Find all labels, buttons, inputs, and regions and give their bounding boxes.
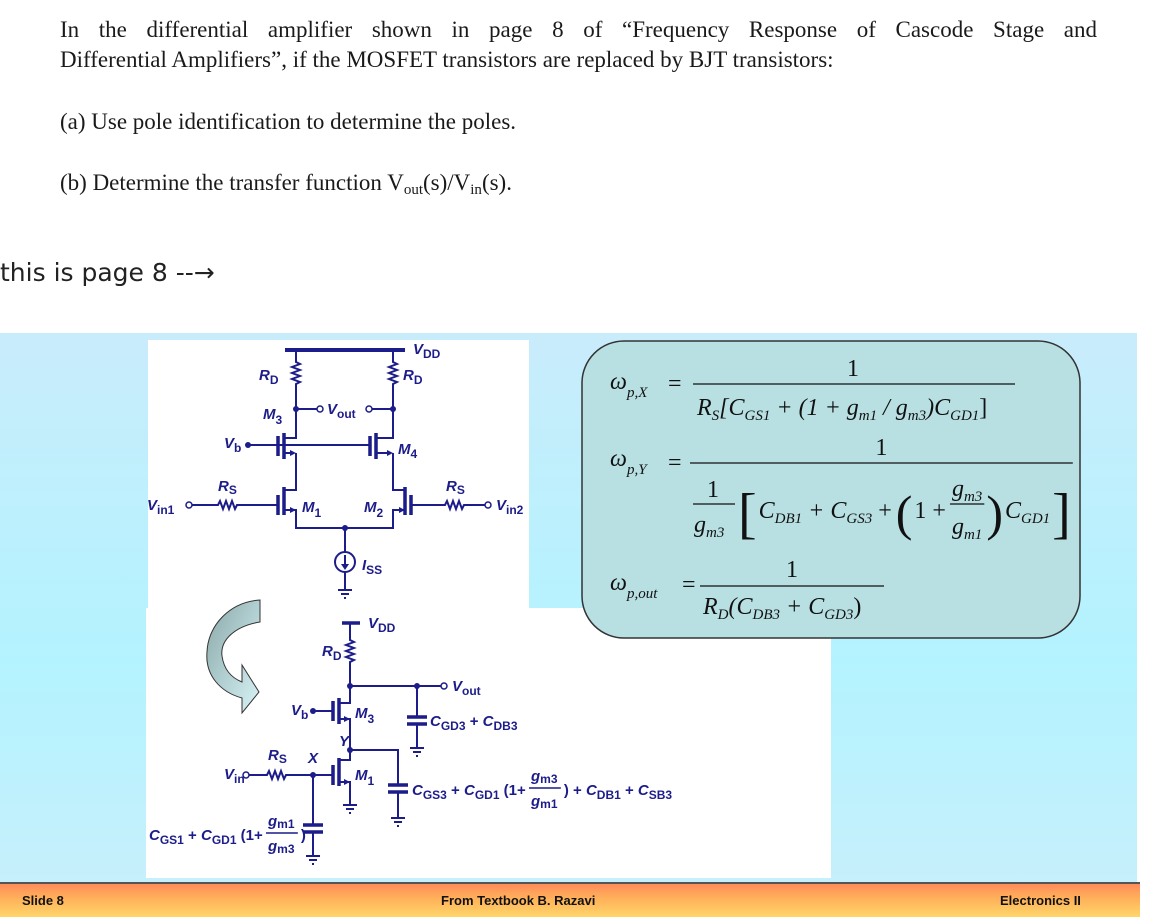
vout-label: Vout bbox=[452, 678, 481, 698]
capacitor-icon bbox=[407, 715, 427, 726]
svg-text:CGD1: CGD1 bbox=[1005, 498, 1050, 527]
vin1-terminal bbox=[185, 501, 193, 509]
bottom-circuit-labels: VDD RD Vout Vb M3 M1 Y X RS Vin CGD3 + C… bbox=[149, 615, 672, 856]
vout-terminal bbox=[365, 405, 373, 413]
question-line-2: Differential Amplifiers”, if the MOSFET … bbox=[60, 47, 834, 72]
top-circuit-labels: VDD RD RD Vout M3 M4 Vb M1 M2 RS RS Vin1… bbox=[147, 341, 524, 577]
cap-x-label: CGS1 + CGD1 (1+ gm1 gm3 ) bbox=[149, 813, 306, 856]
equation-omega-pout: ωp,out = 1 RD(CDB3 + CGD3) bbox=[610, 557, 884, 623]
node-x-label: X bbox=[307, 750, 319, 767]
m3-label: M3 bbox=[263, 406, 283, 427]
m1-label: M1 bbox=[355, 767, 375, 788]
iss-label: ISS bbox=[362, 557, 382, 577]
bottom-circuit-panel bbox=[146, 608, 831, 878]
rs-right-label: RS bbox=[446, 478, 465, 497]
rd-label: RD bbox=[322, 643, 342, 663]
svg-text:(: ( bbox=[896, 485, 913, 541]
curved-arrow-icon bbox=[206, 599, 261, 715]
svg-text:]: ] bbox=[1052, 483, 1071, 545]
slide-number: Slide 8 bbox=[22, 893, 64, 908]
svg-text:ωp,Y: ωp,Y bbox=[610, 446, 648, 478]
svg-text:=: = bbox=[682, 572, 696, 598]
footer-source: From Textbook B. Razavi bbox=[441, 893, 596, 908]
vb-label: Vb bbox=[291, 702, 308, 722]
svg-text:gm1: gm1 bbox=[952, 514, 982, 543]
svg-text:gm1: gm1 bbox=[530, 793, 558, 811]
rd-left-label: RD bbox=[259, 367, 279, 387]
svg-text:CGS3 + CGD1 (1+: CGS3 + CGD1 (1+ bbox=[412, 782, 526, 802]
svg-text:CGS1 + CGD1 (1+: CGS1 + CGD1 (1+ bbox=[149, 827, 263, 847]
equation-omega-px: ωp,X = 1 RS[CGS1 + (1 + gm1 / gm3)CGD1] bbox=[610, 356, 1015, 424]
rs-label: RS bbox=[268, 747, 287, 766]
m3-label: M3 bbox=[355, 705, 375, 726]
svg-text:=: = bbox=[668, 371, 682, 397]
svg-text:gm3: gm3 bbox=[267, 838, 295, 856]
vdd-label: VDD bbox=[368, 615, 396, 635]
vb-label: Vb bbox=[224, 435, 241, 455]
question-part-a: (a) Use pole identification to determine… bbox=[60, 109, 517, 134]
svg-text:gm3: gm3 bbox=[694, 512, 724, 541]
svg-text:1: 1 bbox=[707, 477, 719, 503]
footer-course: Electronics II bbox=[1000, 893, 1081, 908]
rd-right-label: RD bbox=[403, 367, 423, 387]
node-y-label: Y bbox=[339, 733, 351, 750]
svg-text:): ) bbox=[986, 485, 1003, 541]
vdd-label: VDD bbox=[413, 341, 441, 361]
svg-text:[: [ bbox=[738, 483, 757, 545]
question-part-b: (b) Determine the transfer function Vout… bbox=[60, 170, 512, 198]
rs-left-label: RS bbox=[218, 478, 237, 497]
svg-text:RS[CGS1 + (1 + gm1 / gm3)CGD1]: RS[CGS1 + (1 + gm1 / gm3)CGD1] bbox=[696, 395, 987, 424]
svg-text:gm3: gm3 bbox=[530, 768, 558, 786]
vout-label: Vout bbox=[327, 401, 356, 421]
vin2-terminal bbox=[484, 501, 492, 509]
current-source-icon bbox=[334, 551, 356, 573]
svg-text:1: 1 bbox=[847, 356, 859, 382]
svg-text:ωp,X: ωp,X bbox=[610, 369, 648, 401]
page-note: this is page 8 --→ bbox=[0, 258, 215, 287]
ground-icon bbox=[338, 589, 352, 599]
question-line-1: In the differential amplifier shown in p… bbox=[60, 17, 1097, 42]
slide-footer: Slide 8 From Textbook B. Razavi Electron… bbox=[0, 882, 1140, 917]
svg-text:RD(CDB3 + CGD3): RD(CDB3 + CGD3) bbox=[702, 594, 861, 623]
top-circuit-panel bbox=[148, 340, 529, 609]
capacitor-icon bbox=[388, 783, 408, 794]
svg-text:=: = bbox=[668, 450, 682, 476]
vout-terminal bbox=[316, 405, 324, 413]
cap-y-label: CGS3 + CGD1 (1+ gm3 gm1 ) + CDB1 + CSB3 bbox=[412, 768, 672, 811]
vout-terminal bbox=[440, 682, 448, 690]
m1-label: M1 bbox=[302, 499, 322, 520]
svg-text:gm1: gm1 bbox=[267, 813, 295, 831]
cap-out-label: CGD3 + CDB3 bbox=[430, 713, 518, 733]
vin-label: Vin bbox=[224, 766, 245, 786]
svg-text:CDB1 + CGS3 +: CDB1 + CGS3 + bbox=[759, 498, 892, 527]
m4-label: M4 bbox=[398, 441, 418, 461]
vin1-label: Vin1 bbox=[147, 497, 175, 517]
capacitor-icon bbox=[303, 823, 323, 834]
bottom-circuit bbox=[242, 621, 448, 865]
svg-text:): ) bbox=[301, 827, 306, 844]
svg-text:1 +: 1 + bbox=[914, 498, 946, 524]
svg-text:gm3: gm3 bbox=[952, 476, 982, 505]
vin-terminal bbox=[242, 771, 250, 779]
svg-text:1: 1 bbox=[875, 435, 887, 461]
m2-label: M2 bbox=[364, 499, 384, 520]
vin2-label: Vin2 bbox=[496, 497, 524, 517]
svg-text:1: 1 bbox=[786, 557, 798, 583]
top-circuit bbox=[185, 348, 492, 599]
svg-text:ωp,out: ωp,out bbox=[610, 570, 658, 602]
equation-box bbox=[581, 340, 1081, 639]
svg-text:) + CDB1 + CSB3: ) + CDB1 + CSB3 bbox=[564, 782, 673, 802]
equation-omega-py: ωp,Y = 1 1 gm3 [ CDB1 + CGS3 + ( 1 + gm3… bbox=[610, 435, 1073, 545]
